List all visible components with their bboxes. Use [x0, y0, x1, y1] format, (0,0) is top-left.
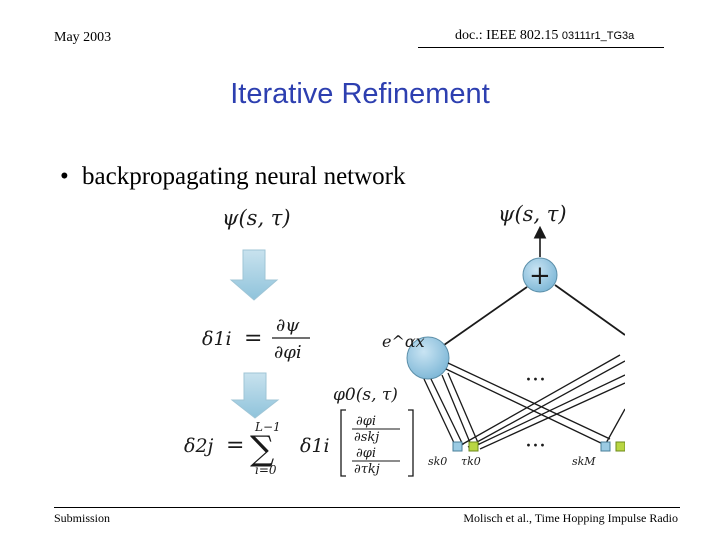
footer-rule: [54, 507, 680, 508]
net-dots-lower: ···: [525, 434, 546, 459]
eq-matrix-top-den: ∂skj: [354, 430, 379, 445]
eq-delta1-den: ∂φi: [274, 342, 302, 363]
eq-delta2-equals: =: [226, 433, 244, 458]
eq-matrix-left-bracket: [340, 409, 346, 477]
net-sum-node: [522, 257, 558, 293]
net-input-label-sk0: sk0: [428, 455, 447, 468]
header-doc-prefix: doc.: IEEE 802.15: [455, 28, 559, 43]
down-arrow-icon: [229, 249, 279, 301]
net-edge: [554, 284, 625, 336]
footer-authors: Molisch et al., Time Hopping Impulse Rad…: [463, 511, 678, 525]
net-input-label-tk0: τk0: [461, 455, 481, 468]
eq-delta1-num: ∂ψ: [276, 315, 300, 336]
net-input-node-tau: [468, 441, 479, 452]
net-output-label: ψ(s, τ): [498, 202, 567, 226]
eq-matrix-top-num: ∂φi: [356, 414, 376, 429]
eq-delta2-lhs: δ2j: [184, 435, 214, 457]
eq-sum-term: δ1i: [300, 435, 330, 457]
header-date: May 2003: [54, 30, 112, 45]
footer-submission: Submission: [54, 511, 111, 525]
net-input-label-skM: skM: [572, 455, 596, 468]
net-input-edges: [423, 354, 625, 450]
net-hidden-node: [406, 336, 450, 380]
net-input-node-s: [452, 441, 463, 452]
net-edge: [443, 286, 528, 346]
net-dots-upper: ···: [525, 368, 546, 393]
backprop-diagram: ψ(s, τ) δ1i = ∂ψ ∂φi φ0(s, τ) δ2j = L−1 …: [184, 202, 625, 477]
bullet-text: backpropagating neural network: [82, 163, 406, 190]
eq-matrix-right-bracket: [408, 409, 414, 477]
bullet-item: • backpropagating neural network: [60, 163, 406, 191]
bullet-dot: •: [60, 163, 69, 190]
net-input-node-s: [600, 441, 611, 452]
header-rule: [418, 47, 664, 48]
eq-delta1-lhs: δ1i: [202, 328, 232, 350]
net-plus-sign: +: [529, 261, 551, 291]
down-arrow-icon: [230, 372, 280, 419]
eq-phi0: φ0(s, τ): [333, 385, 398, 405]
eq-matrix-bot-den: ∂τkj: [354, 462, 380, 477]
net-input-node-tau: [615, 441, 625, 452]
slide-title: Iterative Refinement: [230, 78, 490, 110]
eq-sum-top: L−1: [254, 420, 281, 434]
backprop-figure: ψ(s, τ) δ1i = ∂ψ ∂φi φ0(s, τ) δ2j = L−1 …: [180, 195, 625, 477]
eq-sum-bottom: i=0: [255, 463, 277, 477]
net-activation-label: e^αx: [382, 332, 425, 351]
eq-delta1-equals: =: [244, 326, 262, 351]
header-doc-id: doc.: IEEE 802.15 03111r1_TG3a: [455, 28, 634, 44]
eq-psi: ψ(s, τ): [222, 206, 291, 230]
eq-sum-sigma: ∑: [250, 429, 274, 469]
eq-matrix-bot-num: ∂φi: [356, 446, 376, 461]
header-doc-number: 03111r1_TG3a: [561, 30, 635, 42]
